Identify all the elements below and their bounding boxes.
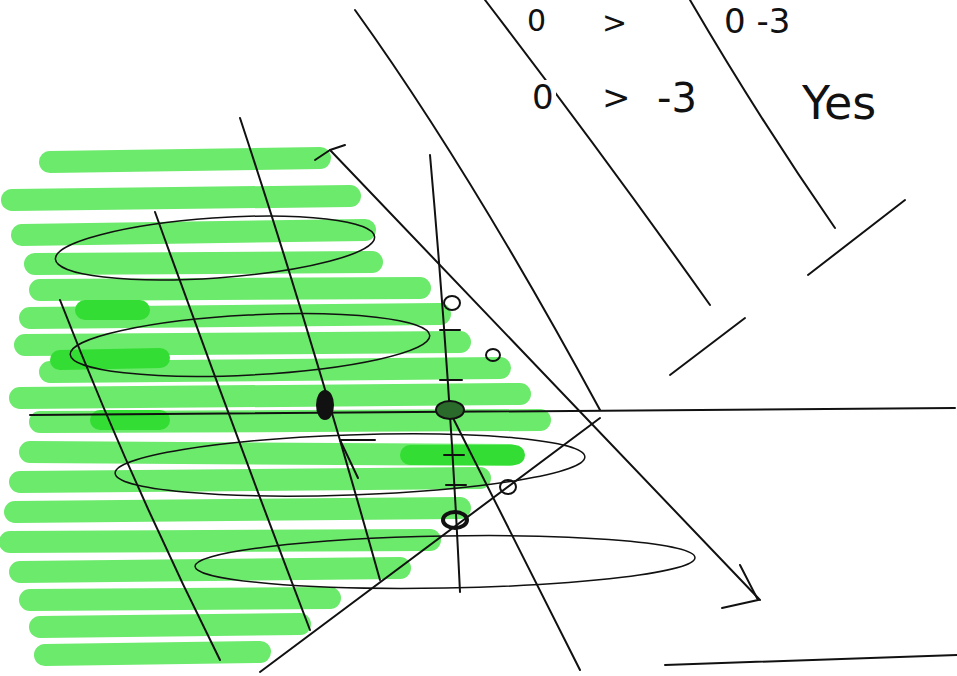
scribble-loops (53, 207, 695, 592)
handwritten-note: > (600, 8, 629, 38)
handwritten-note: 0 -3 (722, 4, 792, 38)
dark-shading (60, 310, 515, 455)
handwritten-note: > (600, 80, 633, 114)
handwritten-note: Yes (800, 80, 878, 126)
plotted-points (317, 296, 516, 528)
handwritten-note: -3 (655, 78, 699, 118)
handwritten-note: 0 (525, 6, 548, 36)
handwritten-note: 0 (530, 80, 556, 114)
shaded-region (10, 158, 540, 655)
sketch-lines (30, 0, 957, 672)
